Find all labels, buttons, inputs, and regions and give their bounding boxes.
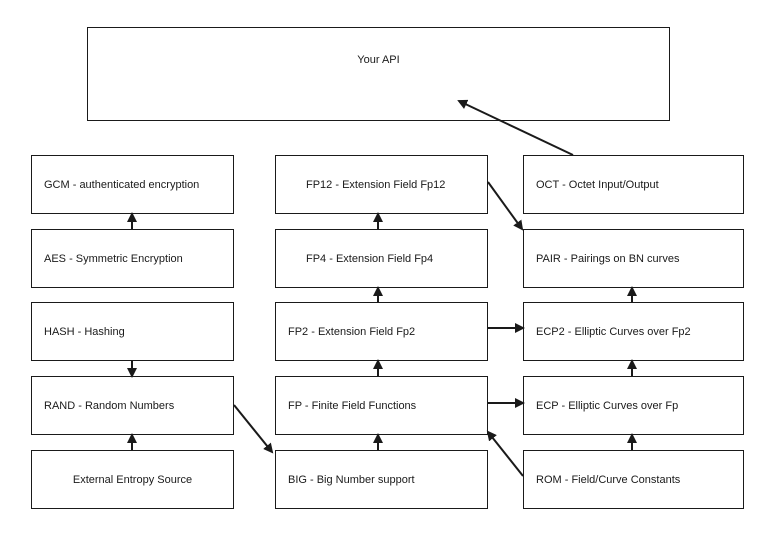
box-entropy-label: External Entropy Source [72,473,193,486]
box-hash-label: HASH - Hashing [44,325,125,338]
box-fp4-label: FP4 - Extension Field Fp4 [306,252,434,265]
box-ecp2: ECP2 - Elliptic Curves over Fp2 [523,302,744,361]
box-big-label: BIG - Big Number support [288,473,415,486]
box-ecp: ECP - Elliptic Curves over Fp [523,376,744,435]
arrow-rand-to-big [233,404,274,454]
box-fp12: FP12 - Extension Field Fp12 [275,155,488,214]
box-fp2-label: FP2 - Extension Field Fp2 [288,325,416,338]
box-oct-label: OCT - Octet Input/Output [536,178,659,191]
box-oct: OCT - Octet Input/Output [523,155,744,214]
box-aes: AES - Symmetric Encryption [31,229,234,288]
box-ecp-label: ECP - Elliptic Curves over Fp [536,399,679,412]
box-entropy: External Entropy Source [31,450,234,509]
box-your-api-label: Your API [357,54,400,66]
box-fp4: FP4 - Extension Field Fp4 [275,229,488,288]
arrow-fp12-to-pair [487,181,524,231]
box-rand: RAND - Random Numbers [31,376,234,435]
box-rom-label: ROM - Field/Curve Constants [536,473,681,486]
box-gcm-label: GCM - authenticated encryption [44,178,200,191]
box-big: BIG - Big Number support [275,450,488,509]
box-fp: FP - Finite Field Functions [275,376,488,435]
box-fp12-label: FP12 - Extension Field Fp12 [306,178,446,191]
box-rom: ROM - Field/Curve Constants [523,450,744,509]
box-rand-label: RAND - Random Numbers [44,399,175,412]
box-ecp2-label: ECP2 - Elliptic Curves over Fp2 [536,325,691,338]
box-aes-label: AES - Symmetric Encryption [44,252,183,265]
box-your-api: Your API [87,27,670,121]
arrow-rom-to-fp [486,430,524,477]
box-hash: HASH - Hashing [31,302,234,361]
box-fp2: FP2 - Extension Field Fp2 [275,302,488,361]
box-pair-label: PAIR - Pairings on BN curves [536,252,680,265]
box-gcm: GCM - authenticated encryption [31,155,234,214]
box-fp-label: FP - Finite Field Functions [288,399,417,412]
box-pair: PAIR - Pairings on BN curves [523,229,744,288]
